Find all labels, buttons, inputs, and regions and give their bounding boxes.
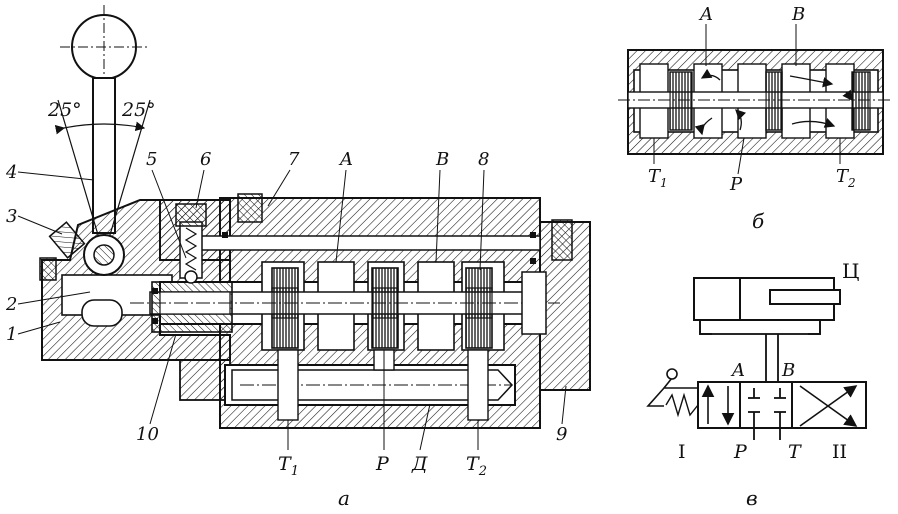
callout-3: 3 xyxy=(6,206,17,227)
angle-label-left: 25° xyxy=(47,99,82,121)
lever-handle xyxy=(92,77,116,234)
caption-a: а xyxy=(338,486,350,510)
port-d-label: Д xyxy=(411,453,428,475)
directional-valve-symbol xyxy=(697,381,867,429)
callout-7: 7 xyxy=(288,149,300,170)
position-ii-label: II xyxy=(832,441,847,463)
spring-actuator xyxy=(665,392,699,418)
b-port-t1-label: T1 xyxy=(648,166,668,190)
callout-4: 4 xyxy=(5,162,17,183)
callout-10: 10 xyxy=(136,424,159,445)
detent-spring xyxy=(184,227,198,271)
v-port-p-label: P xyxy=(733,441,748,463)
callout-6: 6 xyxy=(200,149,211,170)
lever-actuator xyxy=(646,387,698,407)
view-v xyxy=(646,277,867,440)
callout-2: 2 xyxy=(5,294,17,315)
caption-v: в xyxy=(746,486,758,510)
callout-9: 9 xyxy=(556,424,567,445)
angle-label-right: 25° xyxy=(121,99,156,121)
port-a-label: A xyxy=(338,149,353,170)
callout-8: 8 xyxy=(478,149,489,170)
cylinder-label: Ц xyxy=(842,259,859,283)
b-port-a-label: A xyxy=(698,4,713,25)
v-port-a-label: A xyxy=(730,360,745,381)
caption-b: б xyxy=(752,209,765,233)
view-a xyxy=(39,5,591,429)
callout-5: 5 xyxy=(146,149,157,170)
callout-1: 1 xyxy=(6,324,17,345)
view-b xyxy=(618,49,892,155)
port-b-label: B xyxy=(435,149,449,170)
b-port-b-label: B xyxy=(791,4,805,25)
port-p-label: P xyxy=(375,453,390,475)
v-port-b-label: B xyxy=(781,360,795,381)
top-bolt xyxy=(237,193,263,223)
v-port-t-label: T xyxy=(788,441,802,463)
port-t1-label: T1 xyxy=(278,453,299,479)
position-i-label: I xyxy=(678,441,686,463)
b-port-t2-label: T2 xyxy=(836,166,856,190)
port-t2-label: T2 xyxy=(466,453,487,479)
b-port-p-label: P xyxy=(729,174,743,195)
